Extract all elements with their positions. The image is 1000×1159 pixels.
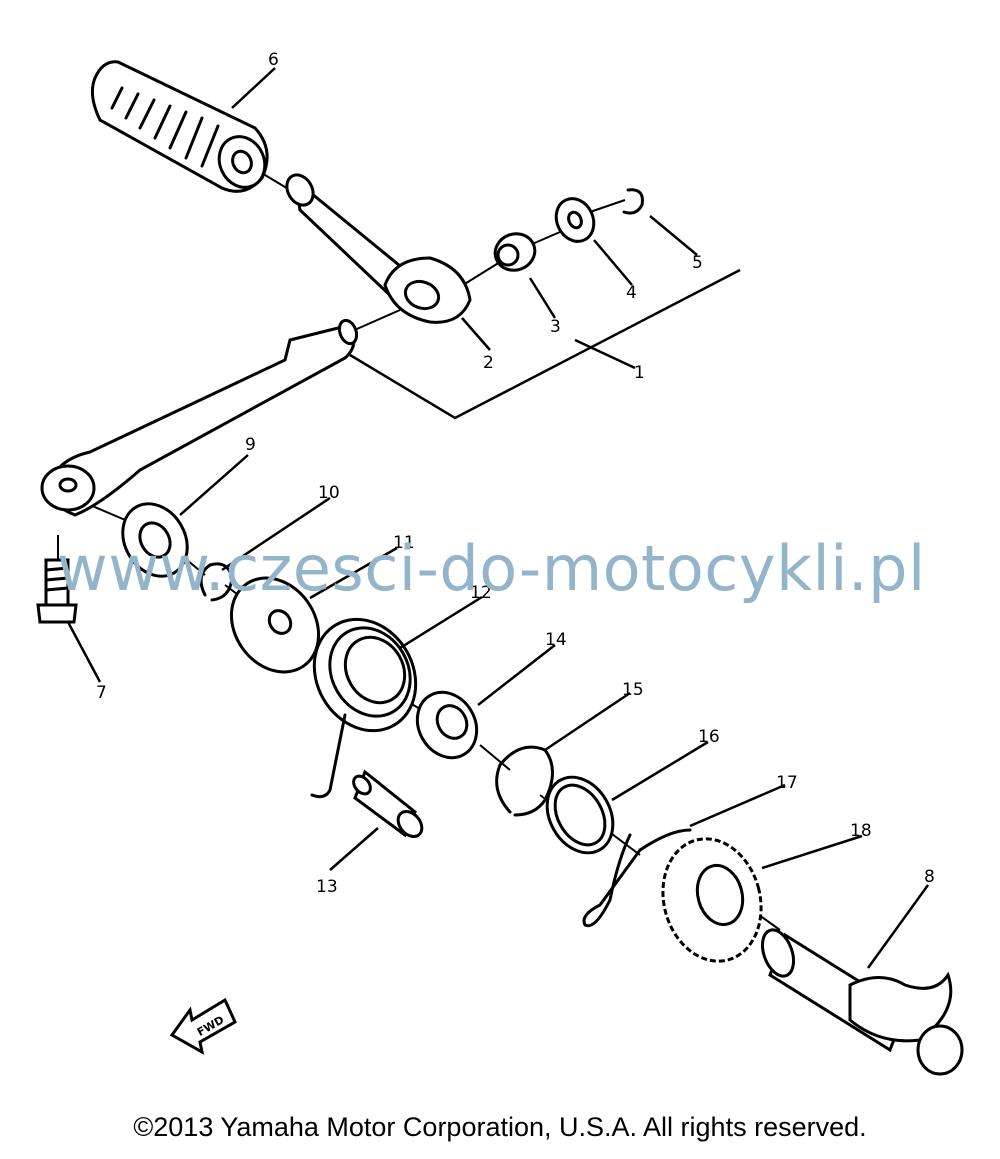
part-torsion-spring: [310, 617, 418, 799]
callout-12: 12: [470, 583, 492, 603]
callout-9: 9: [245, 435, 256, 455]
part-oil-seal: [121, 502, 189, 578]
part-washer-upper: [554, 197, 596, 243]
callout-8: 8: [924, 867, 935, 887]
copyright-notice: ©2013 Yamaha Motor Corporation, U.S.A. A…: [133, 1112, 867, 1142]
callout-10: 10: [318, 483, 340, 503]
part-circlip-upper: [622, 188, 644, 215]
part-bolt: [36, 558, 78, 624]
group-bracket: [349, 268, 741, 420]
callout-5: 5: [692, 253, 703, 273]
leader-lines: [66, 67, 930, 969]
part-spring-cover: [415, 690, 479, 760]
fwd-direction-arrow: FWD: [169, 997, 237, 1055]
callout-labels: 1 2 3 4 5 6 7 8 9 10 11 12 13 14 15 16 1…: [96, 50, 935, 897]
assembly-axes: [57, 159, 781, 931]
part-circlip-10: [199, 562, 234, 602]
callout-17: 17: [776, 773, 798, 793]
part-grip: [90, 60, 269, 193]
part-kick-axle: [760, 928, 964, 1076]
callout-15: 15: [622, 680, 644, 700]
part-kick-gear: [661, 837, 763, 963]
part-plate-washer: [229, 576, 321, 674]
part-kick-clip: [582, 828, 692, 928]
callout-6: 6: [268, 50, 279, 70]
part-kick-lever: [40, 173, 472, 517]
part-spring-peg: [352, 769, 424, 839]
callout-14: 14: [545, 630, 567, 650]
part-circlip-15: [495, 745, 554, 817]
callout-7: 7: [96, 683, 107, 703]
callout-11: 11: [393, 533, 415, 553]
part-bushing: [493, 232, 537, 272]
watermark-text: www.czesci-do-motocykli.pl: [57, 532, 926, 605]
callout-13: 13: [316, 877, 338, 897]
callout-2: 2: [483, 353, 494, 373]
callout-4: 4: [626, 283, 637, 303]
callout-16: 16: [698, 727, 720, 747]
callout-18: 18: [850, 821, 872, 841]
callout-1: 1: [634, 363, 645, 383]
callout-3: 3: [550, 317, 561, 337]
part-washer-16: [545, 775, 615, 855]
